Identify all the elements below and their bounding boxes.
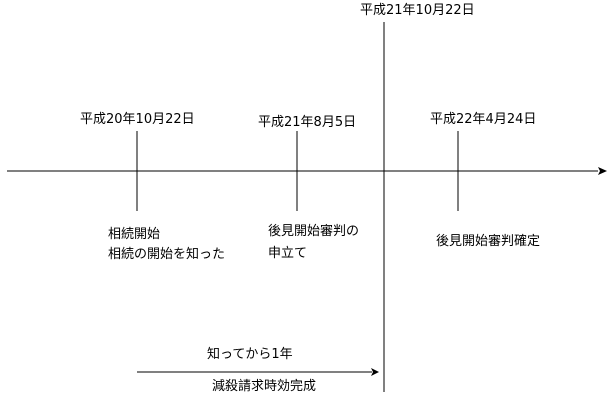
desc-event-1-line2: 相続の開始を知った — [108, 247, 226, 262]
period-label: 知ってから1年 — [207, 347, 293, 362]
date-label-event-1: 平成20年10月22日 — [80, 112, 195, 127]
period-arrowhead-icon — [371, 368, 379, 376]
desc-event-2-line2: 申立て — [268, 246, 308, 261]
date-label-deadline: 平成21年10月22日 — [360, 3, 475, 18]
date-label-event-2: 平成21年8月5日 — [258, 115, 357, 130]
axis-arrowhead-icon — [598, 167, 607, 175]
desc-event-2-line1: 後見開始審判の — [268, 224, 360, 239]
date-label-event-4: 平成22年4月24日 — [430, 112, 537, 127]
period-result-label: 減殺請求時効完成 — [212, 379, 317, 394]
desc-event-1-line1: 相続開始 — [108, 227, 161, 242]
desc-event-4: 後見開始審判確定 — [436, 234, 541, 249]
